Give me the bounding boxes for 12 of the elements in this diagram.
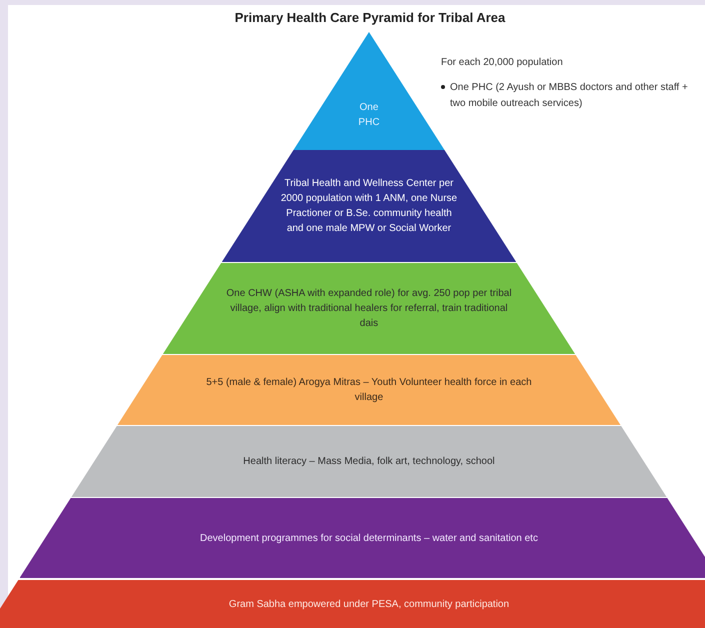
tier-text: Health literacy – Mass Media, folk art, technology, school (242, 455, 496, 469)
tier-text: Tribal Health and Wellness Center per 2000 population with 1 ANM, one Nurse Practioner or B.Se. community health and one male MPW or Social Worker (280, 177, 458, 236)
note-heading: For each 20,000 population (441, 56, 563, 70)
tier-text: One CHW (ASHA with expanded role) for avg. 250 pop per tribal village, align with traditional healers for referral, train traditional dais (225, 287, 513, 331)
tier-text: Gram Sabha empowered under PESA, community participation (228, 598, 510, 612)
note-text: One PHC (2 Ayush or MBBS doctors and other staff + two mobile outreach services) (450, 81, 689, 111)
tier-text: 5+5 (male & female) Arogya Mitras – Youth Volunteer health force in each village (205, 376, 533, 405)
tier-text: One PHC (357, 101, 381, 130)
title: Primary Health Care Pyramid for Tribal Area (234, 9, 506, 27)
tier-text: Development programmes for social determinants – water and sanitation etc (199, 532, 539, 546)
pyramid-tier (20, 498, 705, 578)
pyramid-tier (0, 580, 705, 628)
